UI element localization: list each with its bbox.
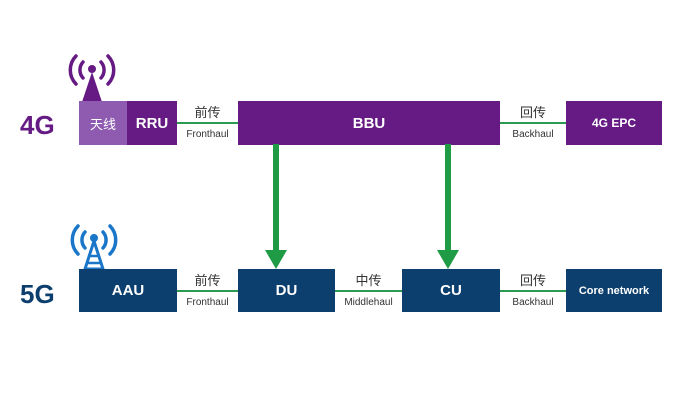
rru-label: RRU <box>135 114 169 132</box>
gen-label-4g: 4G <box>20 110 55 140</box>
rru-box: RRU <box>127 101 177 145</box>
backhaul-en-label-5g: Backhaul <box>512 297 554 308</box>
fronthaul-link-4g <box>177 122 238 124</box>
du-label: DU <box>275 282 298 299</box>
epc-box: 4G EPC <box>566 101 662 145</box>
arrow-bbu-cu-icon <box>437 144 459 269</box>
arrow-bbu-du-icon <box>265 144 287 269</box>
fronthaul-en-label-4g: Fronthaul <box>186 129 229 140</box>
core-network-box: Core network <box>566 269 662 312</box>
cu-label: CU <box>440 282 462 299</box>
bbu-label: BBU <box>352 114 386 132</box>
antenna-label: 天线 <box>89 116 116 132</box>
backhaul-link-4g <box>500 122 566 124</box>
fronthaul-cn-label-4g: 前传 <box>194 105 221 120</box>
backhaul-en-label-4g: Backhaul <box>512 129 554 140</box>
backhaul-cn-label-5g: 回传 <box>519 273 546 288</box>
fronthaul-en-label-5g: Fronthaul <box>186 297 229 308</box>
fronthaul-cn-label-5g: 前传 <box>194 273 221 288</box>
aau-box: AAU <box>79 269 177 312</box>
tower-4g-icon <box>68 54 116 102</box>
midhaul-cn-label: 中传 <box>355 273 382 288</box>
bbu-box: BBU <box>238 101 500 145</box>
tower-5g-icon <box>70 224 118 271</box>
core-network-label: Core network <box>578 284 650 297</box>
epc-label: 4G EPC <box>591 116 636 130</box>
midhaul-en-label: Middlehaul <box>344 297 393 308</box>
antenna-box: 天线 <box>79 101 127 145</box>
fronthaul-link-5g <box>177 290 238 292</box>
du-box: DU <box>238 269 335 312</box>
cu-box: CU <box>402 269 500 312</box>
gen-label-5g: 5G <box>20 279 55 309</box>
backhaul-cn-label-4g: 回传 <box>519 105 546 120</box>
midhaul-link <box>335 290 402 292</box>
backhaul-link-5g <box>500 290 566 292</box>
aau-label: AAU <box>111 282 145 299</box>
